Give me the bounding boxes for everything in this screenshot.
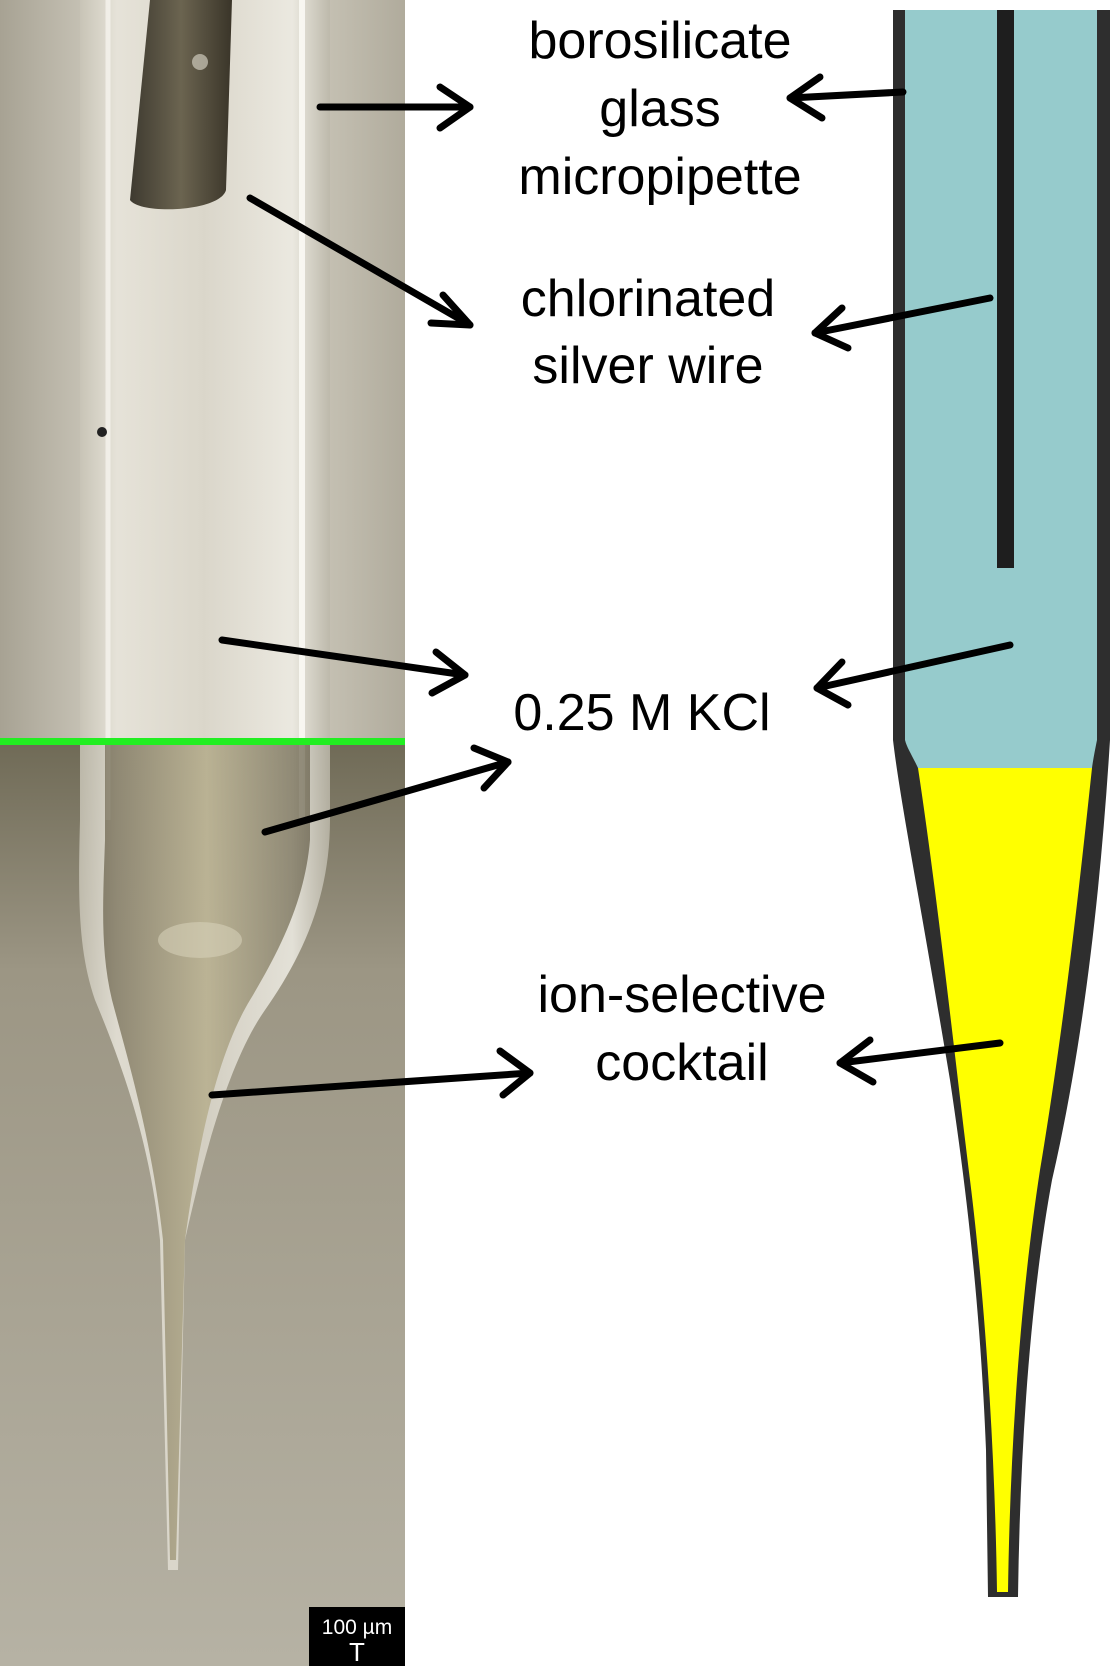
kcl-cocktail-boundary-line	[0, 738, 405, 745]
scale-bar-box	[309, 1607, 405, 1666]
silver-wire-schematic	[997, 10, 1014, 568]
label-cocktail-line1: ion-selective	[537, 966, 826, 1024]
arrow-photo-glass	[316, 83, 474, 132]
cocktail-photo	[103, 745, 310, 1560]
scale-bar-glyph: T	[349, 1637, 365, 1666]
arrow-photo-kcl-upper	[218, 636, 469, 697]
arrow-schematic-wire	[811, 294, 994, 352]
wire-bubble	[192, 54, 208, 70]
label-kcl: 0.25 M KCl	[513, 684, 770, 742]
arrow-photo-wire	[246, 194, 474, 329]
label-cocktail-line2: cocktail	[595, 1034, 768, 1092]
cocktail-fill-schematic	[918, 768, 1092, 1592]
label-glass-line3: micropipette	[518, 148, 801, 206]
arrow-schematic-glass	[786, 73, 907, 122]
micrograph-panel: 100 µm T	[0, 0, 405, 1666]
arrow-schematic-cocktail	[836, 1036, 1004, 1086]
meniscus-bubble	[158, 922, 242, 958]
scale-bar: 100 µm T	[309, 1607, 405, 1666]
scale-bar-label: 100 µm	[322, 1616, 392, 1639]
labels: borosilicate glass micropipette chlorina…	[513, 12, 826, 1092]
arrow-photo-cocktail	[208, 1047, 534, 1099]
debris-dot	[97, 427, 107, 437]
silver-wire-photo	[130, 0, 232, 210]
label-wire-line1: chlorinated	[521, 270, 775, 328]
arrows	[208, 73, 1014, 1099]
label-wire-line2: silver wire	[532, 337, 763, 395]
arrow-schematic-kcl	[813, 641, 1014, 709]
label-glass-line1: borosilicate	[528, 12, 791, 70]
label-glass-line2: glass	[599, 80, 720, 138]
arrow-photo-kcl-lower	[261, 744, 512, 836]
schematic-panel	[893, 10, 1110, 1597]
